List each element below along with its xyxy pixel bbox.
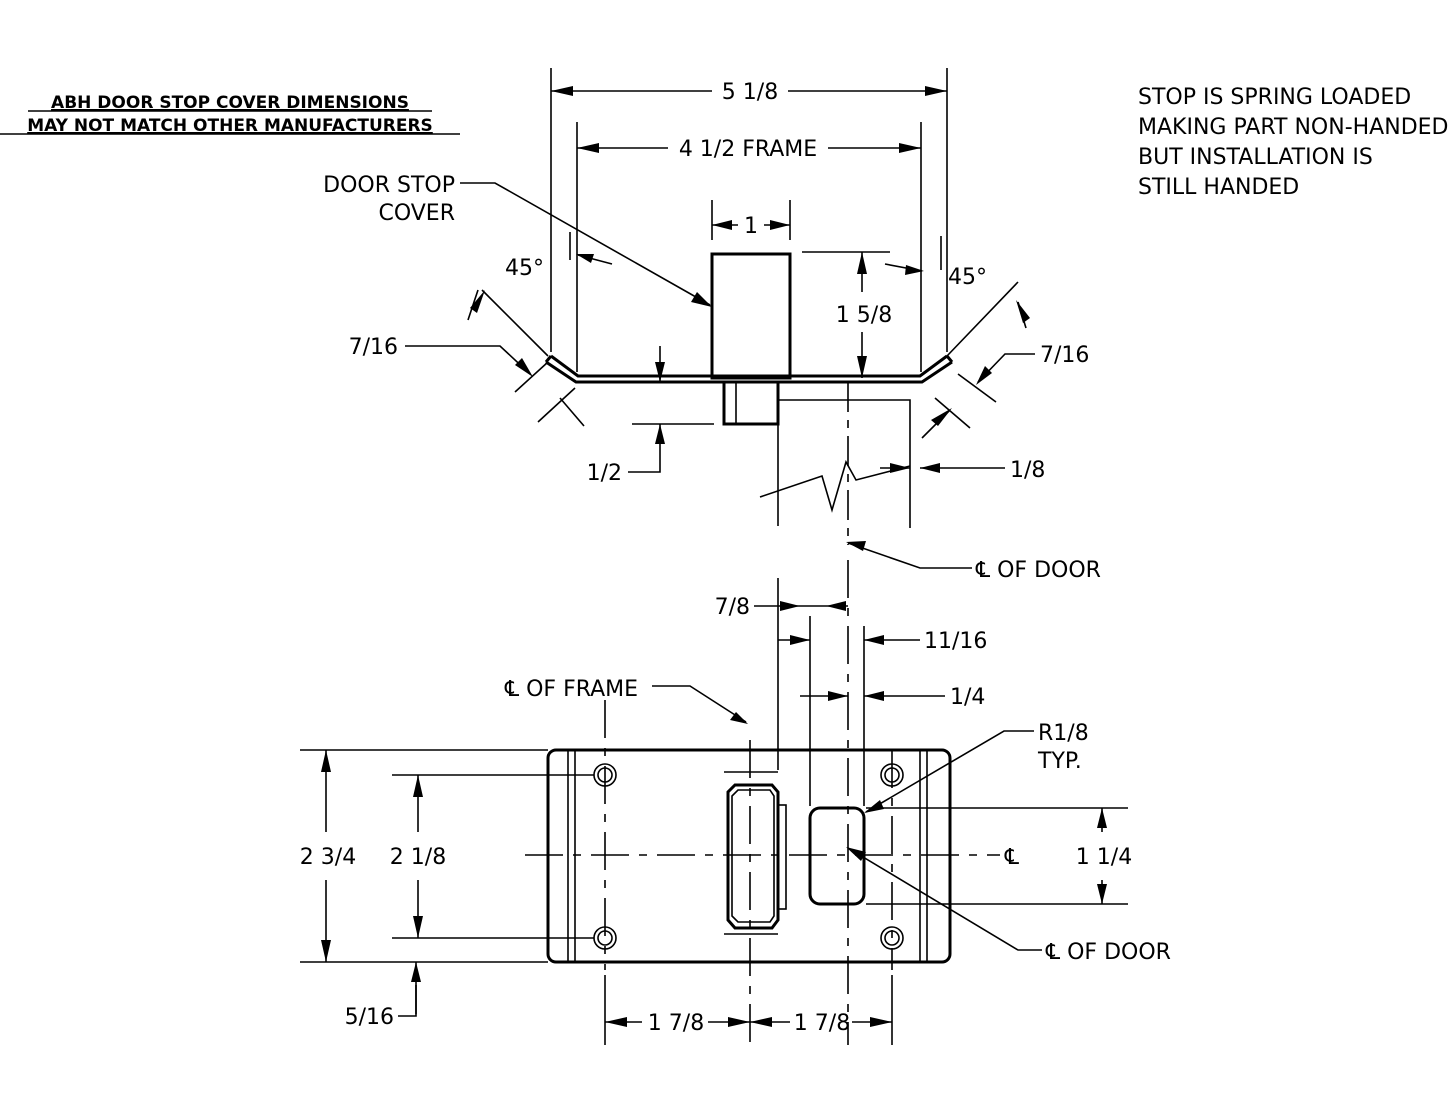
side-note-line1: STOP IS SPRING LOADED — [1138, 85, 1411, 110]
label-radius: R1/8 — [1038, 721, 1089, 746]
dim-stop-height: 1 5/8 — [836, 303, 892, 328]
side-note-line4: STILL HANDED — [1138, 175, 1299, 200]
header-note-line2: MAY NOT MATCH OTHER MANUFACTURERS — [27, 116, 433, 136]
dim-7-8: 7/8 — [715, 595, 750, 620]
dim-offset: 1/8 — [1010, 458, 1045, 483]
dim-11-16: 11/16 — [924, 629, 987, 654]
plate-outline — [546, 748, 952, 964]
dim-1-4: 1/4 — [950, 685, 985, 710]
label-center-mark: ℄ — [1004, 845, 1020, 870]
label-frame-centerline: ℄ OF FRAME — [504, 677, 638, 702]
dim-stop-width: 1 — [744, 214, 758, 239]
dim-frame-width: 4 1/2 FRAME — [679, 137, 817, 162]
label-door-stop: DOOR STOP — [323, 173, 455, 198]
dim-slot-height: 1 1/4 — [1076, 845, 1132, 870]
stop-body — [710, 252, 792, 380]
dim-overall-height: 2 3/4 — [300, 845, 356, 870]
dim-edge-offset: 5/16 — [345, 1005, 394, 1030]
dim-hole-spacing-v: 2 1/8 — [390, 845, 446, 870]
label-cover: COVER — [378, 201, 455, 226]
side-note-line3: BUT INSTALLATION IS — [1138, 145, 1373, 170]
angle-right: 45° — [948, 265, 987, 290]
dim-hole-spacing-right: 1 7/8 — [794, 1011, 850, 1036]
dim-boss-depth: 1/2 — [587, 461, 622, 486]
dim-flange-left: 7/16 — [349, 335, 398, 360]
slot — [808, 806, 866, 906]
top-view: 5 1/8 4 1/2 FRAME 1 DOOR STOP COVER — [323, 68, 1101, 583]
stop-body-plan — [726, 783, 780, 930]
base-plate-inner — [550, 354, 948, 378]
dim-flange-right: 7/16 — [1040, 343, 1089, 368]
header-note-line1: ABH DOOR STOP COVER DIMENSIONS — [51, 93, 409, 113]
plan-view: 7/8 11/16 1/4 ℄ OF FRAME R1/8 TYP. — [300, 560, 1171, 1045]
label-typ: TYP. — [1037, 749, 1082, 774]
side-note-line2: MAKING PART NON-HANDED — [1138, 115, 1448, 140]
dim-hole-spacing-left: 1 7/8 — [648, 1011, 704, 1036]
label-door-centerline-plan: ℄ OF DOOR — [1045, 940, 1171, 965]
label-door-centerline-top: ℄ OF DOOR — [975, 558, 1101, 583]
dim-overall-width: 5 1/8 — [722, 80, 778, 105]
boss — [722, 380, 780, 426]
angle-left: 45° — [505, 256, 544, 281]
